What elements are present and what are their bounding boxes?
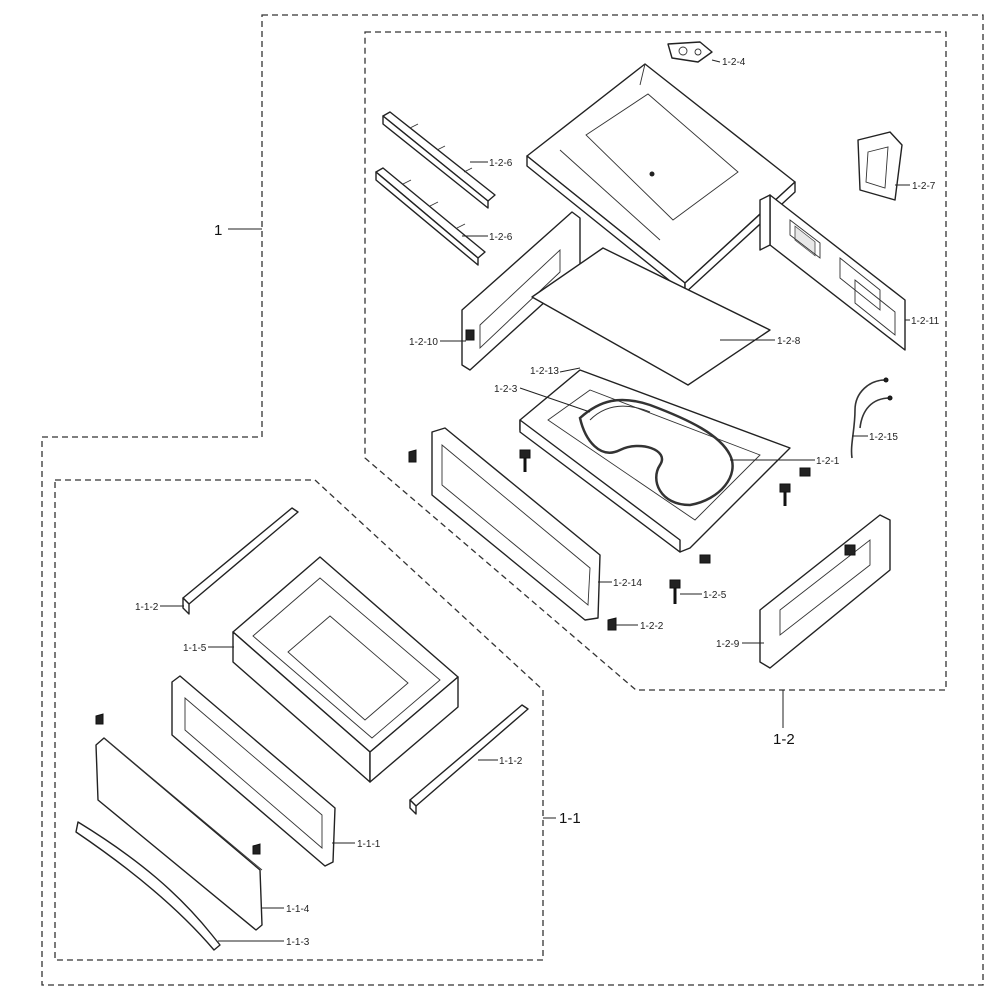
part-1-2-14-front-frame bbox=[431, 427, 601, 621]
label-1-2-10: 1-2-10 bbox=[409, 337, 438, 348]
part-1-2-6-rail-upper bbox=[382, 111, 496, 209]
part-1-2-15-wire-harness bbox=[850, 377, 893, 459]
part-1-1-1-drawer-front-frame bbox=[171, 675, 336, 867]
part-clip-small bbox=[699, 467, 811, 564]
label-1-2-6-lower: 1-2-6 bbox=[489, 232, 513, 243]
part-1-1-4-drawer-front-panel bbox=[95, 737, 263, 931]
part-screw-left bbox=[408, 449, 417, 463]
part-1-2-8-sheet bbox=[531, 247, 771, 386]
part-1-2-7-frame bbox=[857, 131, 903, 201]
label-1-2-1: 1-2-1 bbox=[816, 456, 840, 467]
leader-1-2-3 bbox=[519, 387, 591, 413]
label-1-1-2-upper: 1-1-2 bbox=[135, 602, 159, 613]
part-1-1-5-drawer-box bbox=[232, 556, 459, 783]
label-1-2-4: 1-2-4 bbox=[722, 57, 746, 68]
part-1-2-5-leveling-foot-3 bbox=[669, 579, 681, 604]
part-base-plate bbox=[519, 369, 791, 553]
label-1-2-8: 1-2-8 bbox=[777, 336, 801, 347]
part-1-2-6-rail-lower bbox=[375, 167, 486, 266]
part-1-2-4-bracket bbox=[667, 41, 713, 63]
label-1-1-3: 1-1-3 bbox=[286, 937, 310, 948]
label-1-1-5: 1-1-5 bbox=[183, 643, 207, 654]
part-drawer-clip bbox=[95, 713, 261, 855]
assembly-1-2-boundary bbox=[364, 31, 947, 691]
label-1-1-2-lower: 1-1-2 bbox=[499, 756, 523, 767]
label-group-1: 1 bbox=[214, 222, 222, 239]
part-1-2-11-side-panel bbox=[759, 194, 906, 351]
part-1-2-5-leveling-foot bbox=[519, 449, 531, 472]
part-1-1-2-rail-lower bbox=[409, 704, 529, 815]
part-1-2-9-rear-panel bbox=[759, 514, 891, 669]
label-1-1-4: 1-1-4 bbox=[286, 904, 310, 915]
label-1-2-6-upper: 1-2-6 bbox=[489, 158, 513, 169]
part-1-2-2-screw bbox=[607, 617, 617, 631]
label-1-2-13: 1-2-13 bbox=[530, 366, 559, 377]
label-1-2-3: 1-2-3 bbox=[494, 384, 518, 395]
label-1-2-2: 1-2-2 bbox=[640, 621, 664, 632]
label-1-2-5: 1-2-5 bbox=[703, 590, 727, 601]
leader-1-2-13 bbox=[559, 367, 581, 373]
label-1-2-14: 1-2-14 bbox=[613, 578, 642, 589]
part-1-2-5-leveling-foot-2 bbox=[779, 483, 791, 506]
label-group-1-2: 1-2 bbox=[773, 731, 795, 748]
part-1-2-1-heating-element bbox=[578, 398, 734, 507]
assembly-1-1-boundary bbox=[54, 479, 544, 961]
assembly-1-boundary bbox=[41, 14, 984, 986]
part-1-1-2-rail-upper bbox=[182, 507, 299, 615]
label-1-1-1: 1-1-1 bbox=[357, 839, 381, 850]
label-1-2-15: 1-2-15 bbox=[869, 432, 898, 443]
label-1-2-11: 1-2-11 bbox=[911, 316, 940, 327]
label-group-1-1: 1-1 bbox=[559, 810, 581, 827]
part-1-1-3-drawer-handle bbox=[75, 821, 221, 951]
leader-1-2-4 bbox=[711, 59, 721, 63]
label-1-2-7: 1-2-7 bbox=[912, 181, 936, 192]
label-1-2-9: 1-2-9 bbox=[716, 639, 740, 650]
